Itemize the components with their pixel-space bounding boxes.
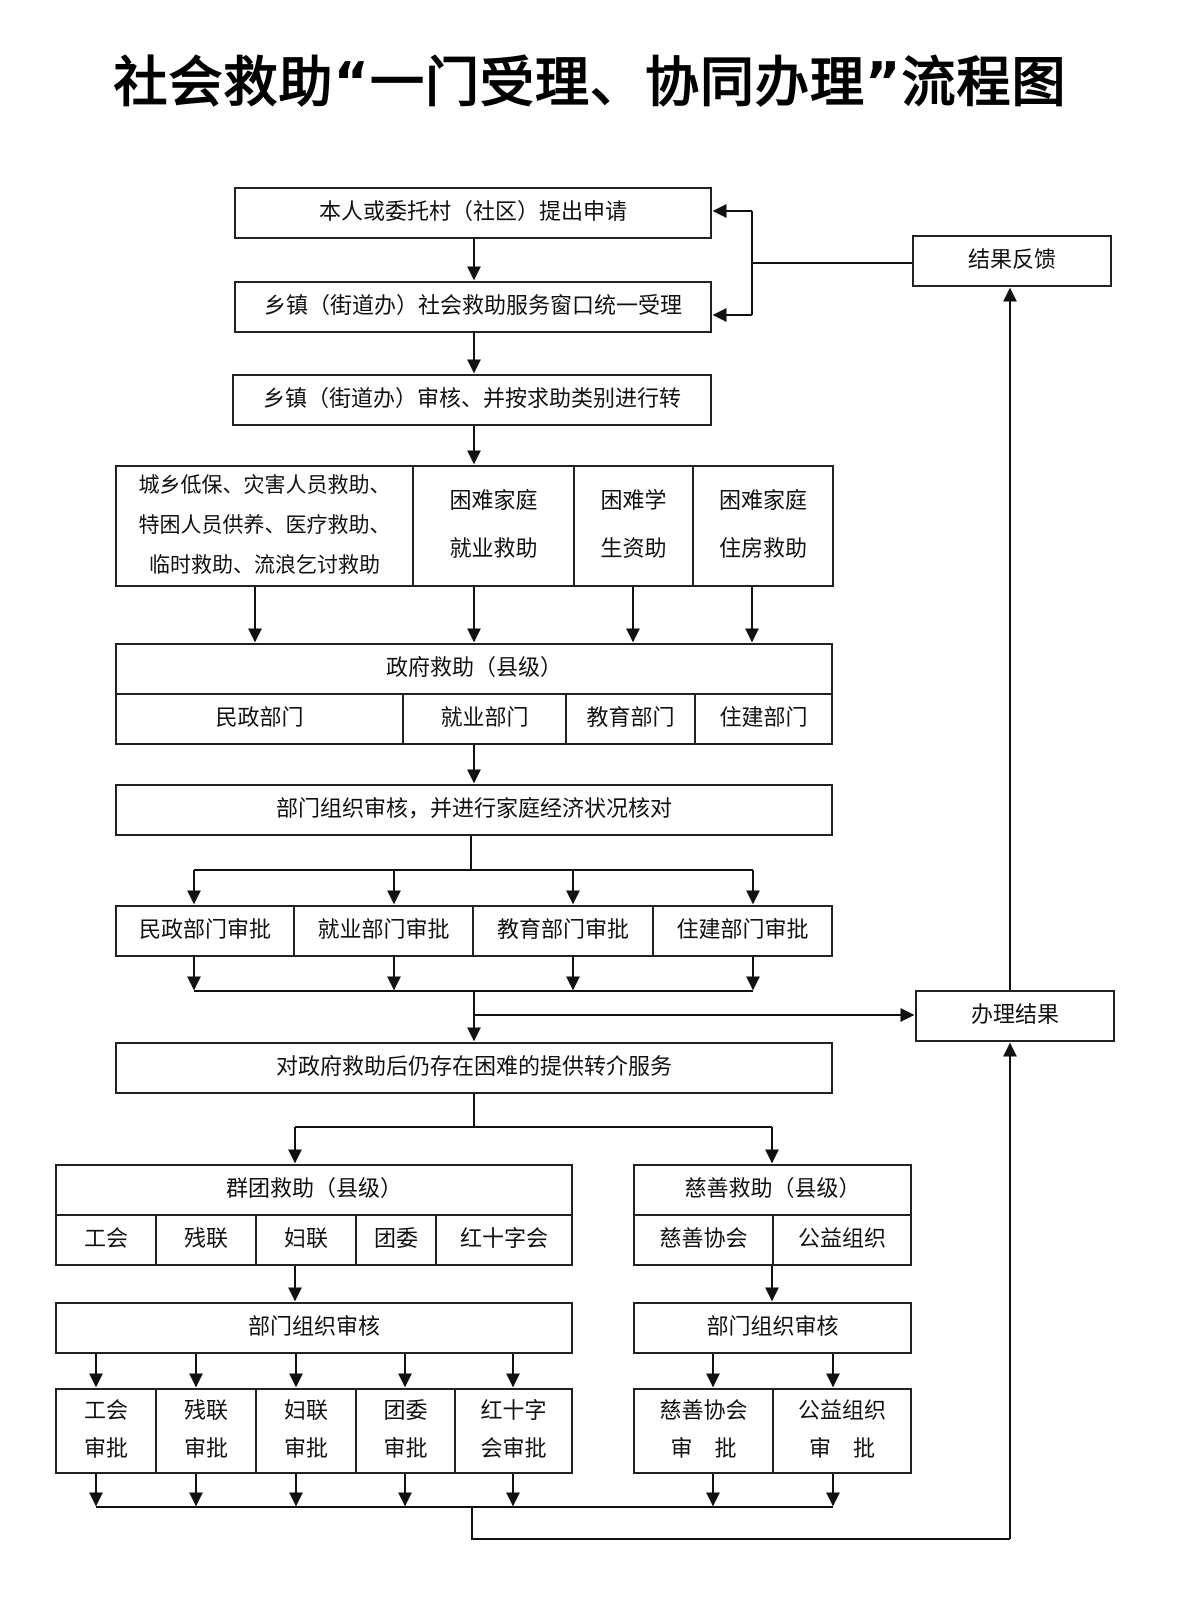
government-department: 住建部门	[694, 693, 833, 745]
category-housing: 困难家庭 住房救助	[692, 465, 834, 587]
mass-approval-line: 审批	[83, 1437, 128, 1462]
mass-org: 红十字会	[435, 1214, 573, 1266]
page-title: 社会救助“一门受理、协同办理”流程图	[113, 51, 1067, 114]
category-employment-line: 就业救助	[449, 537, 538, 562]
mass-approval-line: 团委	[383, 1398, 428, 1424]
mass-approval-line: 工会	[83, 1398, 128, 1424]
charity-review: 部门组织审核	[633, 1302, 912, 1354]
charity-org: 慈善协会	[633, 1214, 774, 1266]
referral-service: 对政府救助后仍存在困难的提供转介服务	[115, 1042, 833, 1094]
mass-approval-line: 红十字	[480, 1398, 547, 1424]
category-education: 困难学 生资助	[573, 465, 694, 587]
government-approval: 教育部门审批	[472, 905, 654, 957]
charity-approval-line: 公益组织	[797, 1398, 886, 1424]
category-education-line: 生资助	[600, 537, 667, 562]
government-header: 政府救助（县级）	[115, 643, 833, 695]
mass-approval: 红十字 会审批	[454, 1388, 573, 1474]
charity-approval: 慈善协会 审 批	[633, 1388, 774, 1474]
charity-approval-line: 慈善协会	[659, 1398, 748, 1424]
category-general-line: 临时救助、流浪乞讨救助	[149, 552, 380, 577]
mass-approval-line: 妇联	[283, 1398, 328, 1424]
category-employment-line: 困难家庭	[449, 488, 538, 514]
charity-approval-line: 审 批	[808, 1437, 875, 1462]
mass-approval: 残联 审批	[155, 1388, 257, 1474]
mass-approval-line: 残联	[183, 1398, 228, 1424]
charity-approval: 公益组织 审 批	[772, 1388, 912, 1474]
charity-header: 慈善救助（县级）	[633, 1164, 912, 1216]
mass-review: 部门组织审核	[55, 1302, 573, 1354]
category-employment: 困难家庭 就业救助	[412, 465, 575, 587]
result-box: 办理结果	[915, 990, 1115, 1042]
government-approval: 就业部门审批	[293, 905, 474, 957]
category-education-line: 困难学	[600, 488, 667, 514]
charity-org: 公益组织	[772, 1214, 912, 1266]
apply-step: 本人或委托村（社区）提出申请	[234, 187, 712, 239]
category-housing-line: 困难家庭	[718, 488, 807, 514]
government-department: 就业部门	[402, 693, 567, 745]
category-housing-line: 住房救助	[718, 537, 807, 562]
mass-approval-line: 审批	[183, 1437, 228, 1462]
mass-approval-line: 审批	[383, 1437, 428, 1462]
mass-org: 残联	[155, 1214, 257, 1266]
category-general-line: 特困人员供养、医疗救助、	[138, 513, 391, 538]
mass-approval: 妇联 审批	[255, 1388, 357, 1474]
review-transfer-step: 乡镇（街道办）审核、并按求助类别进行转	[232, 374, 712, 426]
mass-approval-line: 审批	[283, 1437, 328, 1462]
category-general: 城乡低保、灾害人员救助、 特困人员供养、医疗救助、 临时救助、流浪乞讨救助	[115, 465, 414, 587]
government-review: 部门组织审核，并进行家庭经济状况核对	[115, 784, 833, 836]
category-general-line: 城乡低保、灾害人员救助、	[138, 473, 391, 498]
accept-step: 乡镇（街道办）社会救助服务窗口统一受理	[234, 281, 712, 333]
government-approval: 住建部门审批	[652, 905, 833, 957]
bottom-return-line	[471, 1507, 1010, 1540]
charity-approval-line: 审 批	[670, 1437, 737, 1462]
mass-approval: 工会 审批	[55, 1388, 157, 1474]
mass-approval-line: 会审批	[480, 1437, 547, 1462]
feedback-box: 结果反馈	[912, 235, 1112, 287]
